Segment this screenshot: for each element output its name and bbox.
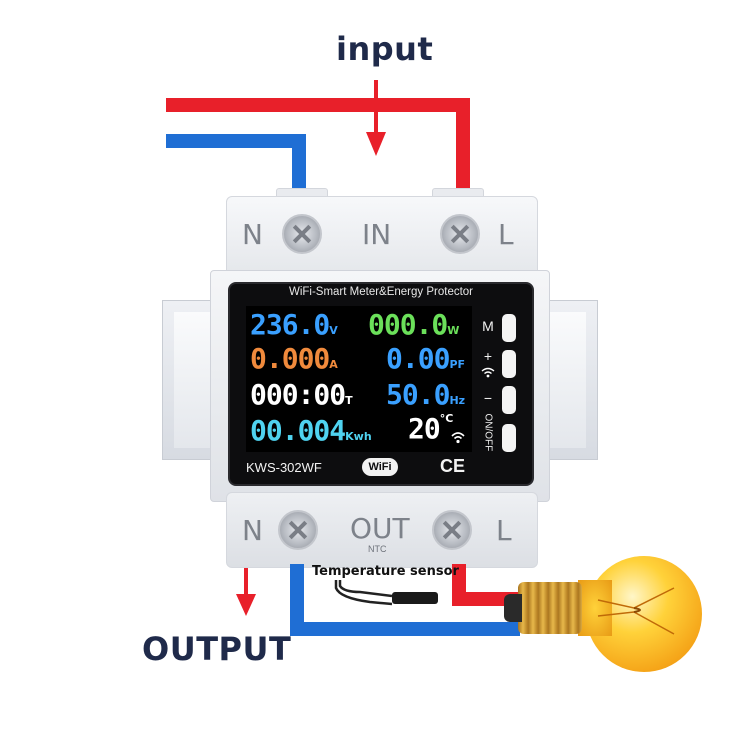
light-bulb-contact — [504, 594, 522, 622]
live-wire-in-vertical — [456, 98, 470, 198]
voltage-reading: 236.0V — [250, 308, 338, 341]
ntc-label: NTC — [368, 544, 387, 554]
m-button-label: M — [482, 318, 494, 334]
current-value: 0.000 — [250, 342, 330, 375]
power-unit: W — [447, 324, 460, 337]
frequency-value: 50.0 — [386, 378, 450, 411]
onoff-button[interactable] — [502, 424, 516, 452]
temperature-unit: °C — [439, 412, 454, 425]
wifi-button-icon — [481, 367, 495, 378]
current-unit: A — [329, 358, 338, 371]
power-value: 000.0 — [368, 308, 448, 341]
neutral-wire-in-horizontal — [166, 134, 306, 148]
top-terminal-in-label: IN — [362, 218, 392, 251]
wifi-status-icon — [451, 432, 465, 444]
power-factor-value: 0.00 — [386, 342, 450, 375]
time-unit: T — [345, 394, 353, 407]
temperature-sensor-label: Temperature sensor — [312, 564, 459, 579]
time-value: 000:00 — [250, 378, 346, 411]
energy-value: 00.004 — [250, 414, 346, 447]
bottom-neutral-screw-icon[interactable] — [278, 510, 318, 550]
light-bulb-base — [518, 582, 582, 634]
current-reading: 0.000A — [250, 342, 338, 375]
display-title: WiFi-Smart Meter&Energy Protector — [288, 286, 474, 298]
light-bulb-filament-icon — [597, 587, 675, 635]
model-number: KWS-302WF — [246, 460, 322, 475]
top-live-screw-icon[interactable] — [440, 214, 480, 254]
wifi-logo: WiFi — [362, 458, 398, 476]
input-label: input — [336, 30, 434, 68]
neutral-wire-out-vertical — [290, 564, 304, 636]
device-top-section — [226, 196, 538, 282]
temperature-sensor-cable-icon — [334, 580, 438, 606]
top-terminal-n-label: N — [242, 218, 263, 251]
energy-unit: Kwh — [345, 430, 372, 443]
plus-button[interactable] — [502, 350, 516, 378]
frequency-unit: Hz — [449, 394, 466, 407]
power-reading: 000.0W — [368, 308, 459, 341]
frequency-reading: 50.0Hz — [386, 378, 465, 411]
lcd-screen — [246, 306, 472, 452]
power-factor-reading: 0.00PF — [386, 342, 465, 375]
bottom-terminal-l-label: L — [496, 514, 512, 547]
output-label: OUTPUT — [142, 630, 292, 668]
output-arrow-icon — [236, 568, 256, 616]
top-terminal-l-label: L — [498, 218, 514, 251]
minus-button[interactable] — [502, 386, 516, 414]
temperature-value: 20 — [408, 412, 441, 445]
bottom-terminal-out-label: OUT — [350, 512, 410, 545]
temperature-reading: 20°C — [408, 412, 453, 445]
plus-button-label: + — [483, 348, 493, 364]
minus-button-label: − — [483, 390, 493, 406]
input-arrow-icon — [366, 80, 386, 156]
voltage-unit: V — [329, 324, 338, 337]
light-bulb-neck — [578, 580, 612, 636]
live-wire-out-horizontal — [452, 592, 518, 606]
live-wire-in-horizontal — [166, 98, 470, 112]
onoff-button-label: ON/OFF — [482, 413, 494, 452]
power-factor-unit: PF — [449, 358, 466, 371]
bottom-live-screw-icon[interactable] — [432, 510, 472, 550]
ce-mark: CE — [440, 456, 466, 476]
voltage-value: 236.0 — [250, 308, 330, 341]
m-button[interactable] — [502, 314, 516, 342]
time-reading: 000:00T — [250, 378, 353, 411]
energy-reading: 00.004Kwh — [250, 414, 372, 447]
top-neutral-screw-icon[interactable] — [282, 214, 322, 254]
neutral-wire-in-vertical — [292, 134, 306, 198]
bottom-terminal-n-label: N — [242, 514, 263, 547]
neutral-wire-out-horizontal — [290, 622, 520, 636]
